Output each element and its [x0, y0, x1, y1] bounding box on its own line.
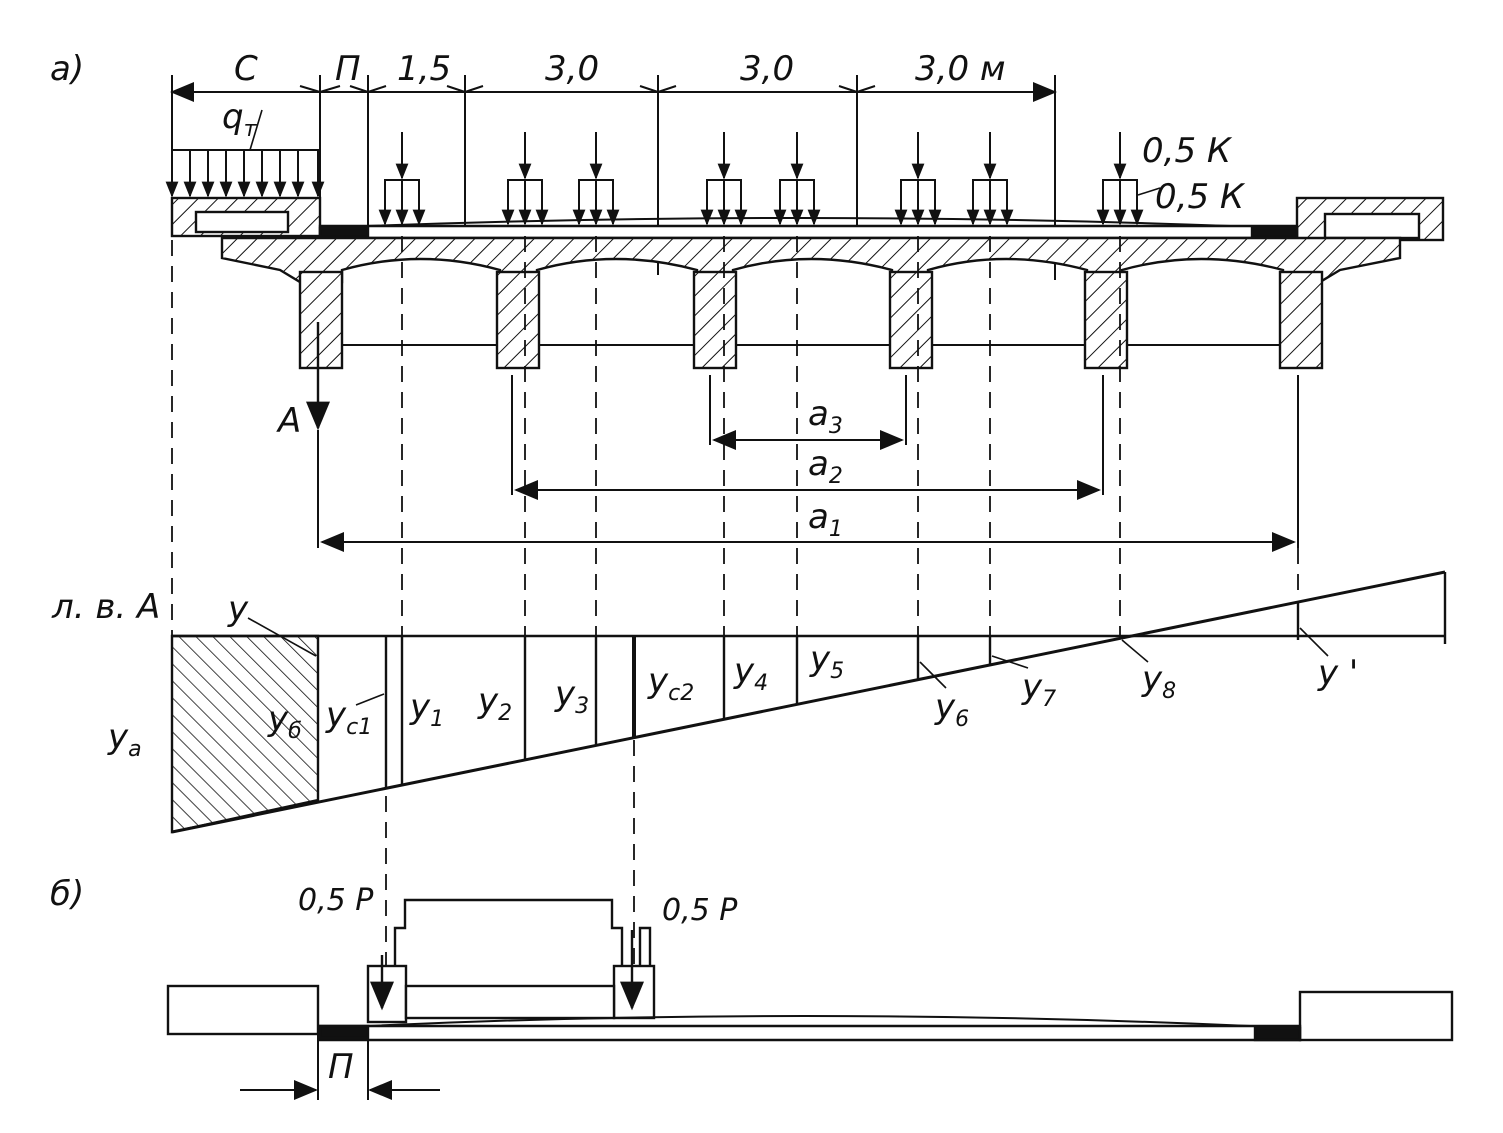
- axle-load-2: [501, 132, 549, 226]
- ordinate-y: у: [227, 589, 249, 629]
- right-sidewalk-void: [1323, 212, 1421, 240]
- ordinate-yc1-leader: [355, 693, 385, 706]
- axle-load-3: [572, 132, 620, 226]
- ordinate-y6-leader: [919, 661, 947, 689]
- ordinate-y5: у5: [809, 639, 844, 684]
- pavement-layer: [318, 224, 1299, 240]
- load-k-label-2: 0,5 К: [1155, 177, 1246, 217]
- axle-load-1: [378, 132, 426, 226]
- ordinate-yprime-leader: [1299, 627, 1329, 657]
- ordinate-y7: у7: [1021, 667, 1056, 712]
- vehicle-body: [404, 984, 616, 1020]
- dim-a3: a3: [808, 394, 843, 439]
- dim-p-bottom: [240, 1034, 440, 1100]
- axle-load-5: [773, 132, 821, 226]
- bridge-cross-section: [170, 196, 1445, 370]
- dim-c: С: [234, 49, 258, 89]
- dim-a2: a2: [808, 444, 843, 489]
- wheel-right: [612, 964, 656, 1020]
- ordinate-yprime: у ': [1317, 653, 1358, 693]
- ordinate-yb: уб: [267, 699, 302, 744]
- load-k-label-1: 0,5 К: [1142, 131, 1233, 171]
- girder-1: [298, 270, 344, 370]
- ordinate-y2: у2: [477, 681, 512, 726]
- load-q-leader: [249, 109, 263, 151]
- girder-spacing-dims: [317, 375, 1299, 552]
- influence-line: [170, 570, 1447, 834]
- load-p-left-label: 0,5 Р: [298, 883, 374, 918]
- ordinate-y7-leader: [991, 655, 1029, 669]
- wheel-left: [366, 964, 408, 1024]
- dim-p-bottom-label: П: [328, 1047, 354, 1087]
- load-k-leader: [1137, 187, 1161, 196]
- distributed-load-q: [165, 149, 325, 198]
- ordinate-y8-leader: [1121, 639, 1149, 663]
- ordinate-y-leader: [247, 617, 317, 657]
- panel-a-label: а): [50, 49, 84, 89]
- axle-loads: [378, 132, 1144, 226]
- dim-3-0-b: 3,0: [740, 49, 794, 89]
- dim-a1: a1: [808, 497, 843, 542]
- projection-lines: [171, 236, 1299, 985]
- girder-6: [1278, 270, 1324, 370]
- ordinate-ya: уа: [107, 717, 142, 762]
- ordinate-y8: у8: [1141, 659, 1176, 704]
- ordinate-y1: у1: [409, 687, 444, 732]
- right-curb-block: [1298, 990, 1454, 1042]
- panel-b-label: б): [50, 874, 84, 914]
- girder-3: [692, 270, 738, 370]
- reaction-a-label: А: [276, 401, 301, 441]
- dim-3-0-m: 3,0 м: [915, 49, 1006, 89]
- left-sidewalk-void: [194, 210, 290, 234]
- ordinate-yc1: ус1: [325, 695, 372, 740]
- vehicle-schematic: [366, 898, 656, 1024]
- dim-p: П: [335, 49, 361, 89]
- axle-load-6: [894, 132, 942, 226]
- load-q-label: qт: [222, 97, 258, 142]
- influence-line-title: л. в. А: [51, 587, 160, 627]
- axle-load-4: [700, 132, 748, 226]
- curb-joint-left: [318, 226, 370, 239]
- ordinate-y6: у6: [934, 687, 969, 732]
- girder-4: [888, 270, 934, 370]
- girder-2: [495, 270, 541, 370]
- ordinate-yc2: ус2: [647, 661, 694, 706]
- ordinate-y4: у4: [733, 651, 768, 696]
- load-p-right-label: 0,5 Р: [662, 893, 738, 928]
- deck-slab: [220, 236, 1402, 284]
- dim-1-5: 1,5: [397, 49, 451, 89]
- panel-b-roadway: [166, 984, 1454, 1042]
- dimension-line: [170, 75, 1057, 280]
- left-curb-block: [166, 984, 320, 1036]
- dim-3-0-a: 3,0: [545, 49, 599, 89]
- curb-joint-right: [1250, 226, 1299, 239]
- ordinate-y3: у3: [554, 674, 589, 719]
- axle-load-7: [966, 132, 1014, 226]
- axle-load-8: [1096, 132, 1144, 226]
